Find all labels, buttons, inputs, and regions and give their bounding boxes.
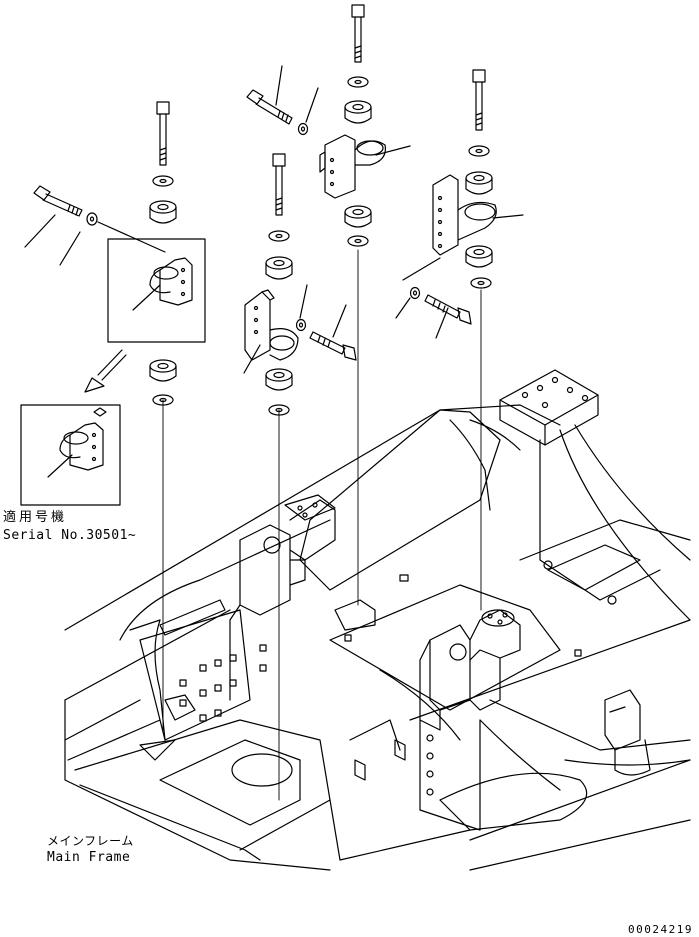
frame-label-jp: メインフレーム: [47, 834, 134, 848]
assembly-guide-lines: [162, 249, 482, 801]
rear-mount-pad: [499, 369, 599, 426]
frame-label-en: Main Frame: [47, 850, 131, 865]
applicability-label-jp: 適用号機: [3, 510, 68, 525]
inset-arrow-icon: [84, 349, 127, 393]
mount-stack-3: [246, 4, 411, 247]
serial-inset-box: [107, 238, 206, 343]
mount-stack-4: [395, 69, 524, 339]
left-front-mount-bracket: [229, 494, 336, 701]
mount-stack-1: [24, 101, 206, 406]
main-frame: [64, 369, 691, 871]
drawing-code: 00024219: [628, 923, 693, 936]
right-front-mount-bracket: [419, 609, 561, 831]
serial-detail-box: [20, 404, 121, 506]
applicability-label-en: Serial No.30501~: [3, 528, 137, 543]
mount-stack-2: [243, 153, 357, 416]
